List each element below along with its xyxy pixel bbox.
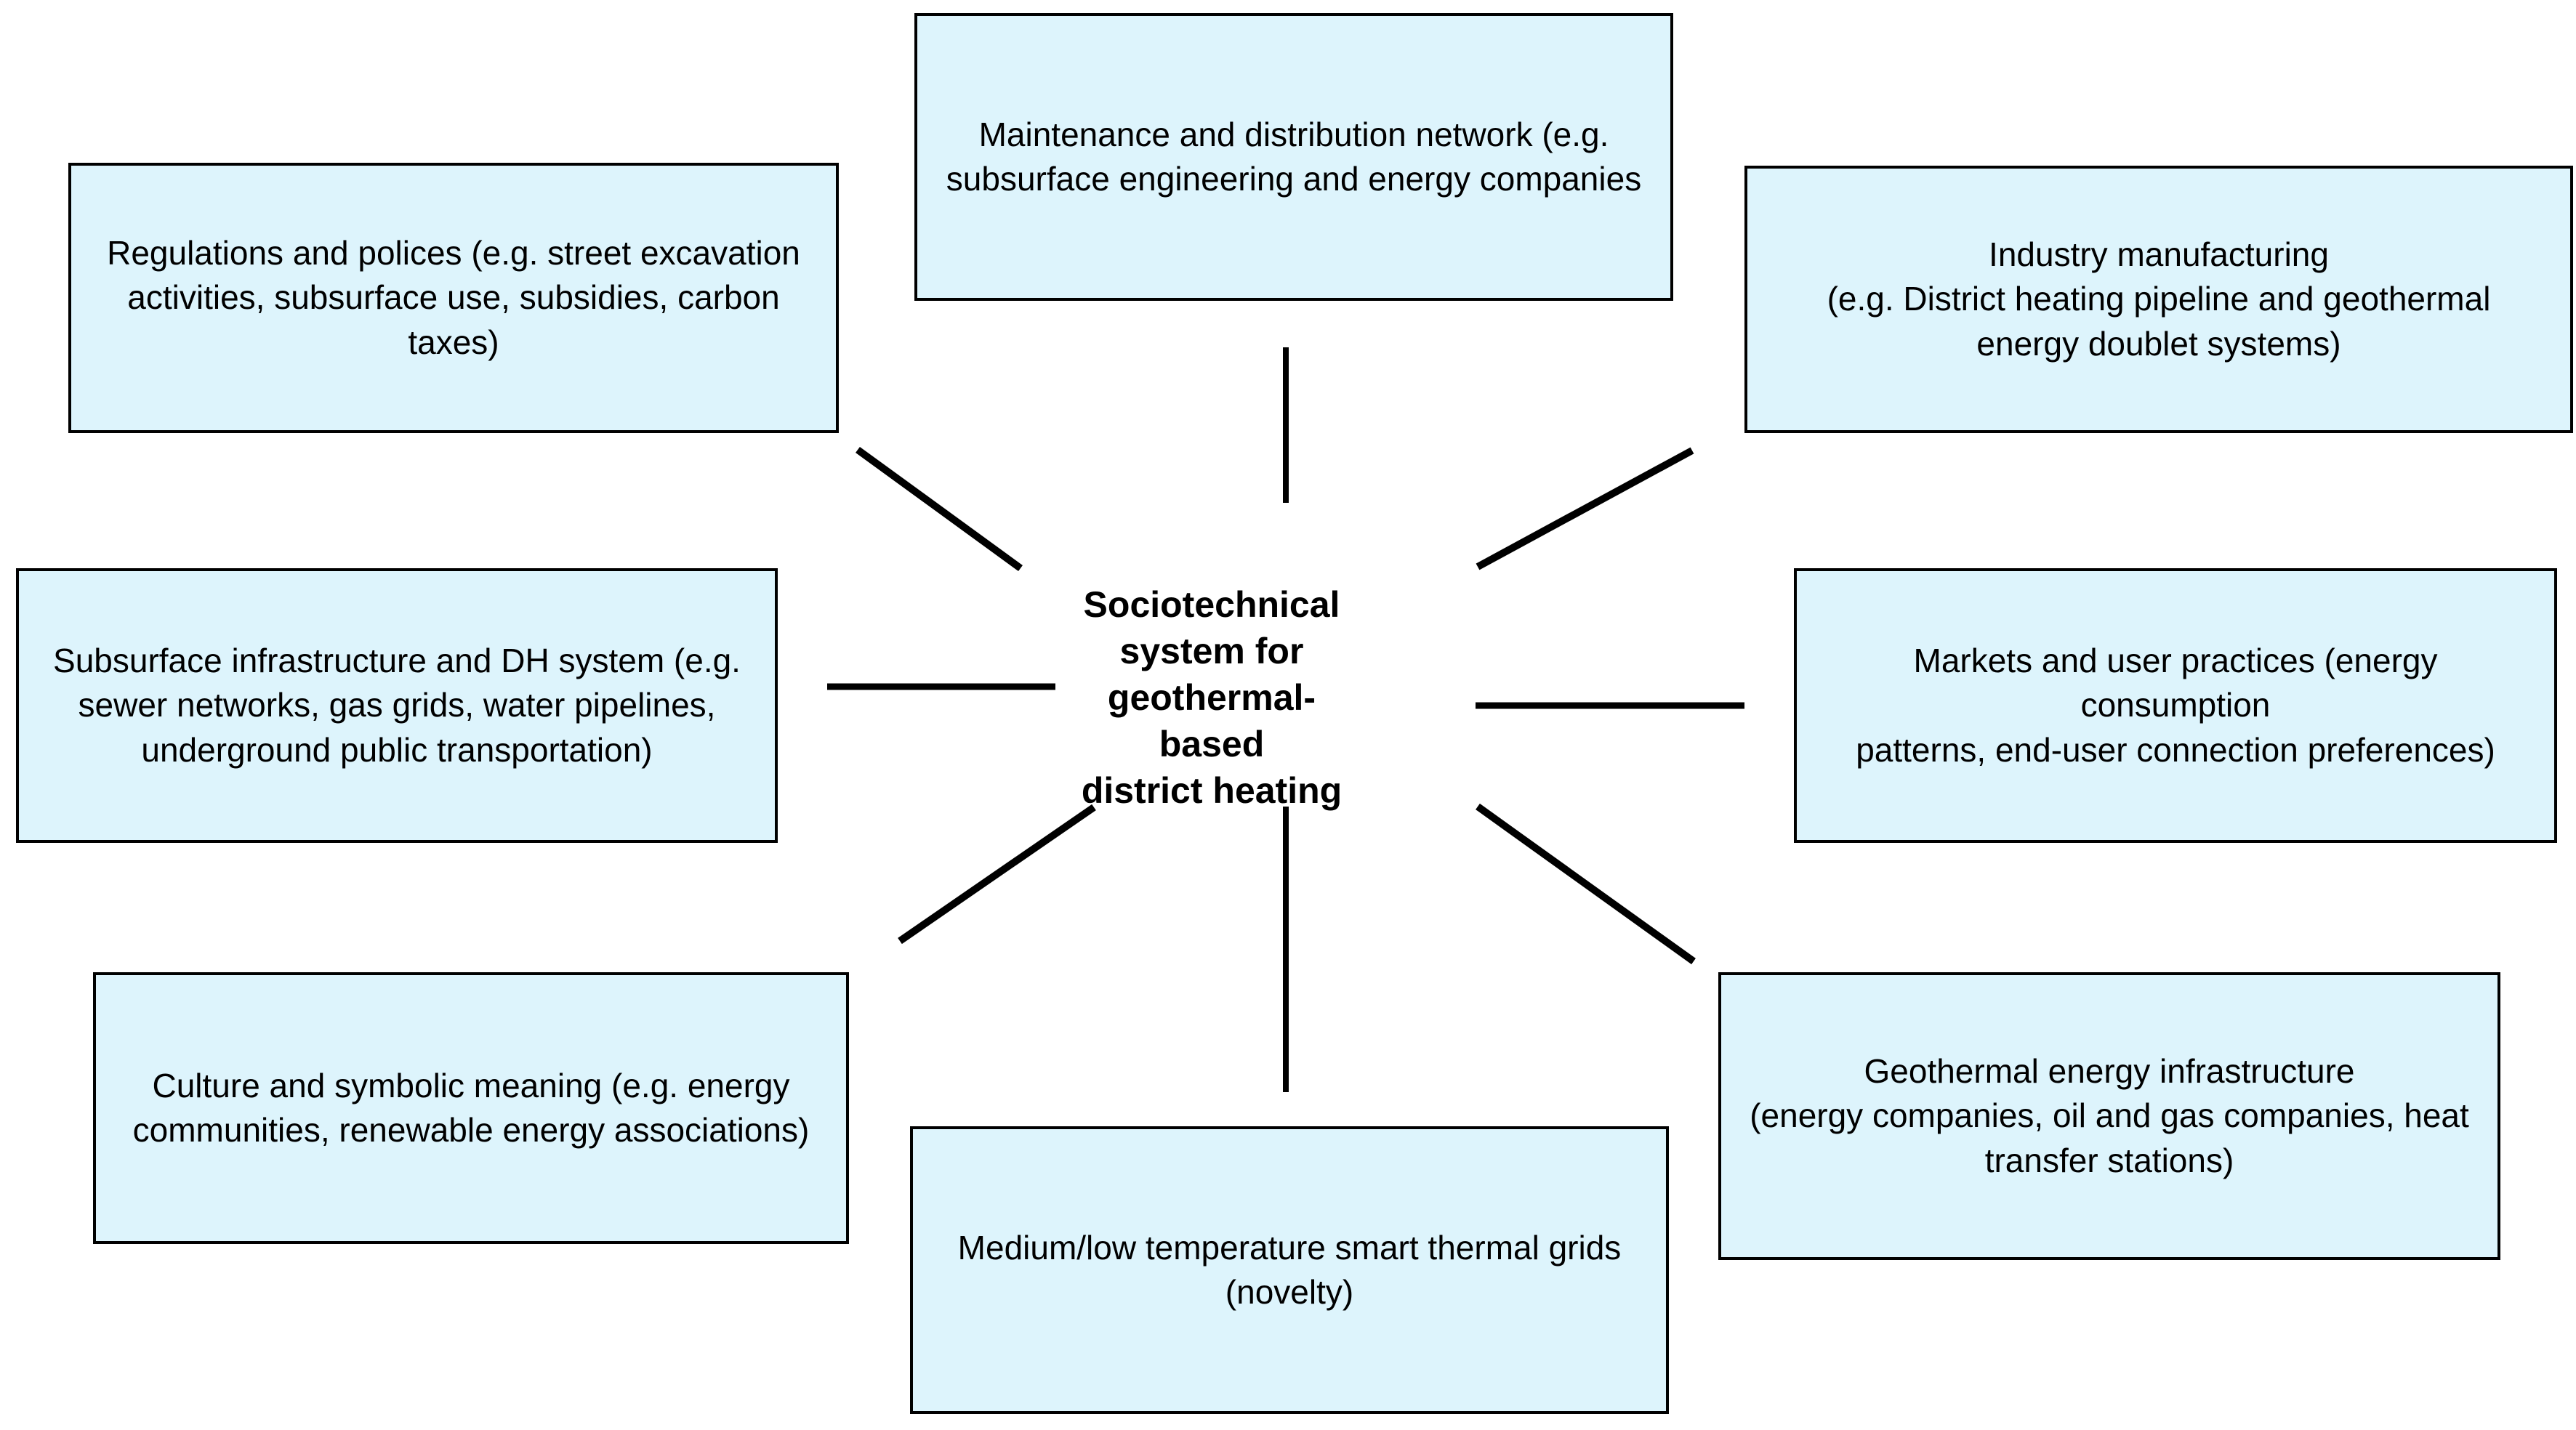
node-label: Industry manufacturing (e.g. District he… <box>1827 235 2491 363</box>
node-label: Culture and symbolic meaning (e.g. energ… <box>132 1066 810 1149</box>
node-label: Maintenance and distribution network (e.… <box>946 115 1642 198</box>
node-label: Regulations and polices (e.g. street exc… <box>107 234 800 361</box>
connector-top-left <box>856 446 1023 572</box>
node-geothermal-energy-infrastructure[interactable]: Geothermal energy infrastructure (energy… <box>1718 972 2500 1260</box>
center-node-sociotechnical-system[interactable]: Sociotechnical system for geothermal-bas… <box>1055 581 1368 814</box>
node-industry-manufacturing[interactable]: Industry manufacturing (e.g. District he… <box>1744 166 2573 433</box>
node-subsurface-infrastructure-and-dh-system[interactable]: Subsurface infrastructure and DH system … <box>16 568 778 843</box>
node-medium-low-temperature-smart-thermal-grids[interactable]: Medium/low temperature smart thermal gri… <box>910 1126 1669 1414</box>
connector-bottom-right <box>1476 803 1696 965</box>
node-markets-and-user-practices[interactable]: Markets and user practices (energy consu… <box>1794 568 2557 843</box>
node-regulations-and-polices[interactable]: Regulations and polices (e.g. street exc… <box>68 163 839 433</box>
node-label: Medium/low temperature smart thermal gri… <box>957 1228 1622 1311</box>
node-label: Subsurface infrastructure and DH system … <box>53 642 741 769</box>
node-maintenance-and-distribution-network[interactable]: Maintenance and distribution network (e.… <box>914 13 1673 301</box>
connector-bottom-left <box>898 804 1096 945</box>
node-culture-and-symbolic-meaning[interactable]: Culture and symbolic meaning (e.g. energ… <box>93 972 849 1244</box>
connector-top-right <box>1476 447 1694 570</box>
center-node-label: Sociotechnical system for geothermal-bas… <box>1081 584 1343 811</box>
node-label: Geothermal energy infrastructure (energy… <box>1750 1052 2469 1179</box>
node-label: Markets and user practices (energy consu… <box>1856 642 2495 769</box>
